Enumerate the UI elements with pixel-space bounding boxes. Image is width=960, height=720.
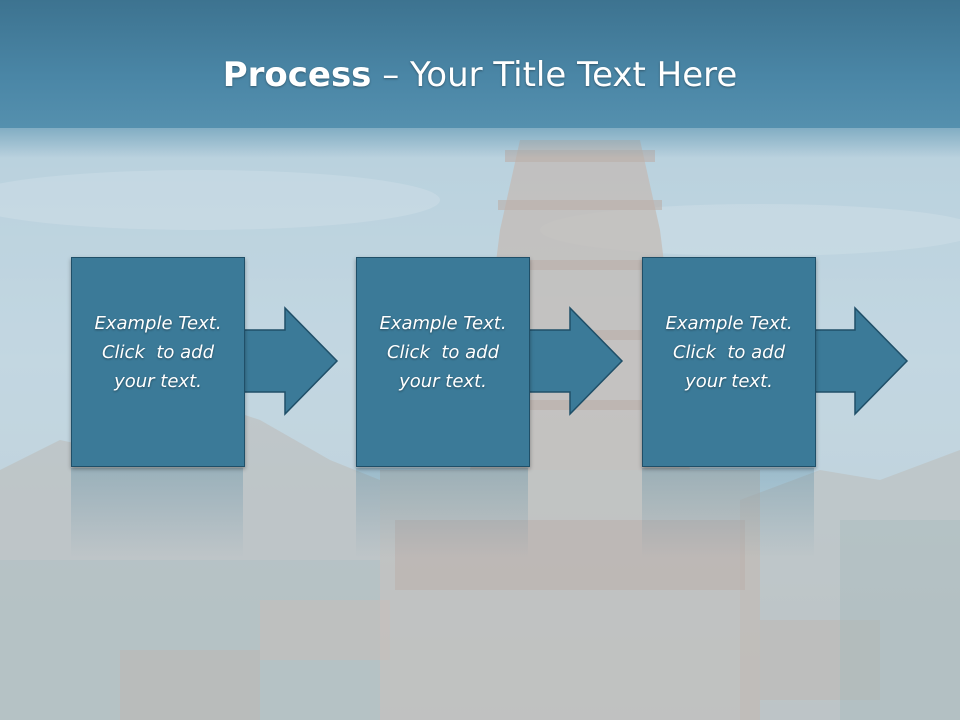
slide-title[interactable]: Process – Your Title Text Here xyxy=(0,52,960,98)
step-3-line-2: Click to add xyxy=(672,341,785,363)
right-arrow-icon xyxy=(514,306,624,416)
title-bold-text: Process xyxy=(222,55,372,95)
process-step-3[interactable]: Example Text. Click to add your text. xyxy=(642,257,816,467)
title-bar-fade xyxy=(0,128,960,158)
step-2-line-1: Example Text. xyxy=(379,312,507,334)
title-bar xyxy=(0,0,960,128)
step-3-text[interactable]: Example Text. Click to add your text. xyxy=(665,309,792,396)
step-1-reflection xyxy=(71,468,243,558)
step-1-line-3: your text. xyxy=(114,370,202,392)
step-2-text[interactable]: Example Text. Click to add your text. xyxy=(379,309,506,396)
step-3-line-3: your text. xyxy=(685,370,773,392)
step-2-reflection xyxy=(356,468,528,558)
step-1-line-1: Example Text. xyxy=(94,312,222,334)
step-2-line-3: your text. xyxy=(399,370,487,392)
title-rest-text: – Your Title Text Here xyxy=(371,55,738,95)
step-3-line-1: Example Text. xyxy=(665,312,793,334)
right-arrow-icon xyxy=(229,306,339,416)
step-3-reflection xyxy=(642,468,814,558)
process-step-1[interactable]: Example Text. Click to add your text. xyxy=(71,257,245,467)
step-1-line-2: Click to add xyxy=(101,341,214,363)
step-2-line-2: Click to add xyxy=(386,341,499,363)
step-1-text[interactable]: Example Text. Click to add your text. xyxy=(94,309,221,396)
process-step-2[interactable]: Example Text. Click to add your text. xyxy=(356,257,530,467)
